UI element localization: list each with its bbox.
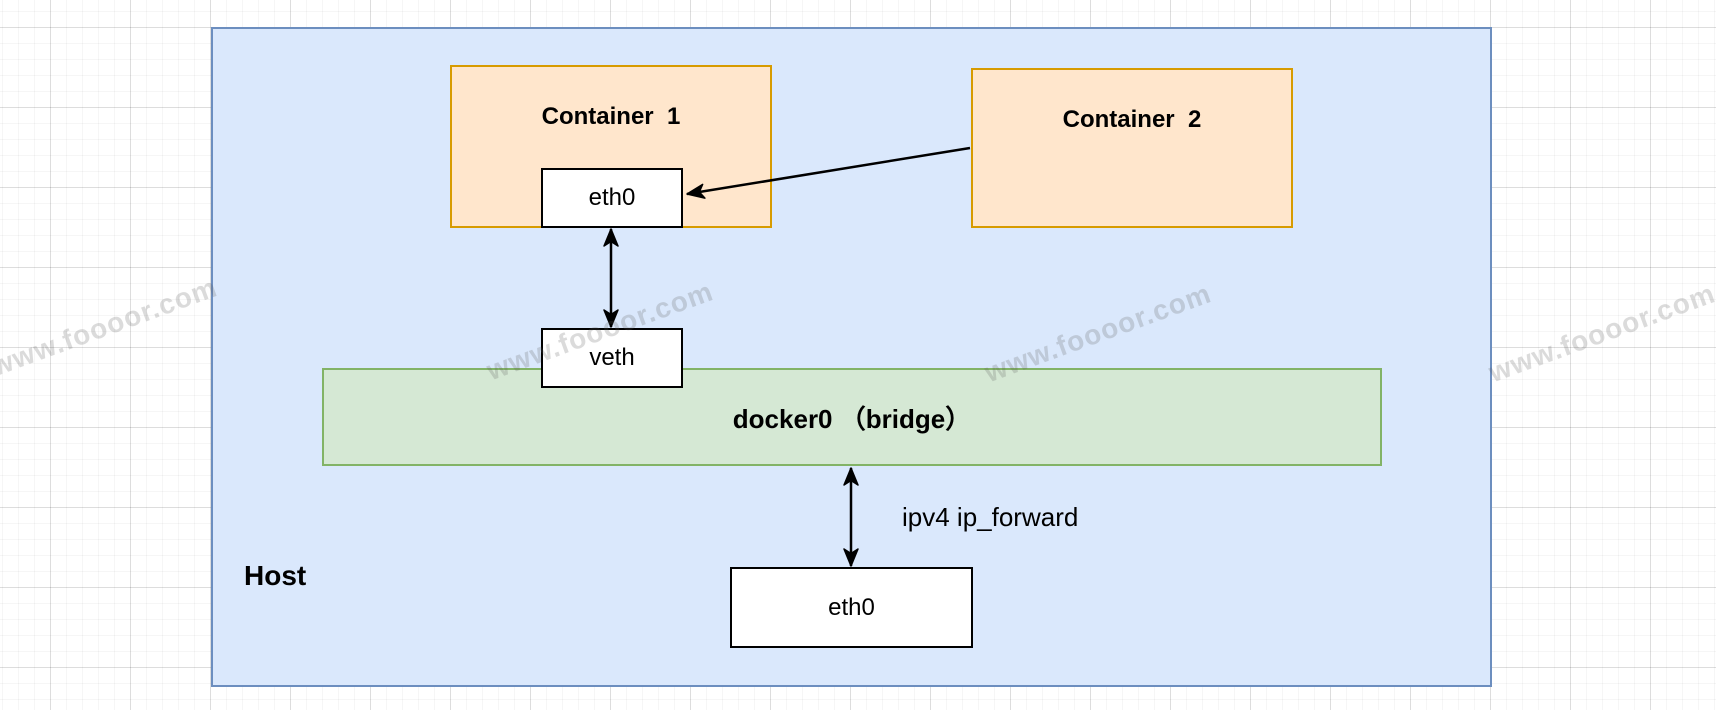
docker0-bridge-label: docker0 （bridge） <box>732 403 972 434</box>
docker0-bridge-box: docker0 （bridge） <box>322 368 1382 466</box>
host-eth0-label: eth0 <box>828 593 875 621</box>
host-eth0-box: eth0 <box>730 567 973 648</box>
host-label: Host <box>244 560 307 591</box>
container1-label: Container 1 <box>541 103 681 130</box>
watermark: www.foooor.com <box>1484 277 1716 389</box>
veth-label: veth <box>589 344 635 371</box>
ip-forward-label: ipv4 ip_forward <box>902 502 1079 532</box>
watermark: www.foooor.com <box>0 271 222 383</box>
container2-box: Container 2 <box>971 68 1293 228</box>
veth-box: veth <box>541 328 683 388</box>
container1-eth0-label: eth0 <box>588 184 636 211</box>
container1-eth0-box: eth0 <box>541 168 683 228</box>
container2-label: Container 2 <box>1062 106 1202 133</box>
